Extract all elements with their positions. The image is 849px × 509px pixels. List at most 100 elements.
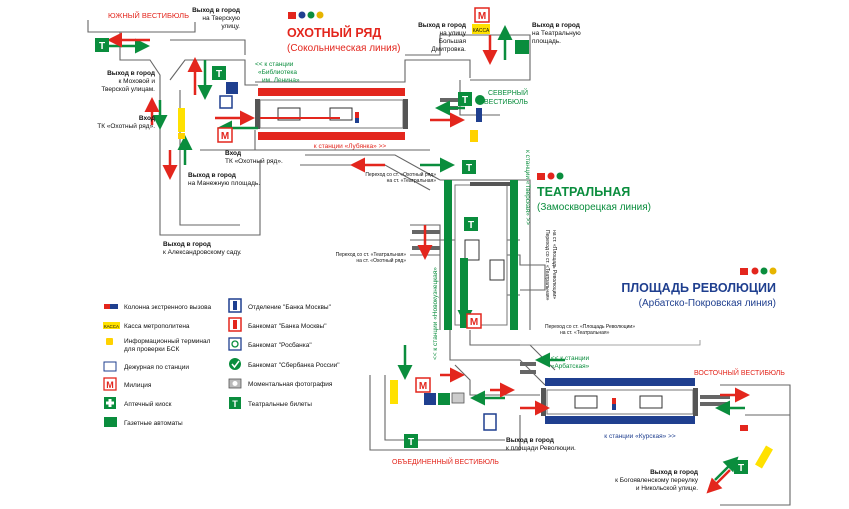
svg-text:Т: Т xyxy=(468,220,474,231)
transfer-labels: Переход со ст. «Охотный ряд» на ст. «Теа… xyxy=(336,171,636,336)
line-badge-icon xyxy=(316,11,324,19)
svg-text:на Тверскую: на Тверскую xyxy=(202,15,240,22)
svg-text:ТК «Охотный ряд».: ТК «Охотный ряд». xyxy=(97,122,155,130)
bank-branch-icon xyxy=(424,393,436,405)
svg-text:Т: Т xyxy=(216,69,222,80)
svg-text:Выход в город: Выход в город xyxy=(532,22,580,29)
police-icon xyxy=(466,313,482,329)
theatre-ticket-icon xyxy=(212,66,226,80)
svg-text:на ст. «Охотный ряд»: на ст. «Охотный ряд» xyxy=(356,257,406,264)
line-badge-icon xyxy=(556,172,564,180)
svg-text:на ст. «Театральная»: на ст. «Театральная» xyxy=(387,178,437,184)
svg-text:Т: Т xyxy=(232,399,238,409)
svg-text:Тверской улицам.: Тверской улицам. xyxy=(101,85,155,93)
svg-text:КАССА: КАССА xyxy=(473,28,490,34)
legend-info-label-2: для проверки БСК xyxy=(124,346,179,353)
svg-text:ОХОТНЫЙ РЯД: ОХОТНЫЙ РЯД xyxy=(287,25,381,40)
atm-sber-icon xyxy=(229,358,241,370)
svg-text:Вход: Вход xyxy=(225,150,241,157)
svg-text:Переход со ст. «Охотный ряд»: Переход со ст. «Охотный ряд» xyxy=(365,171,436,178)
legend-newspaper-label: Газетные автоматы xyxy=(124,420,183,427)
svg-text:Выход в город: Выход в город xyxy=(188,172,236,179)
svg-text:к Богоявленскому переулку: к Богоявленскому переулку xyxy=(615,477,699,484)
theatre-ticket-icon xyxy=(734,460,748,474)
vestibule-united: ОБЪЕДИНЕННЫЙ ВЕСТИБЮЛЬ xyxy=(392,457,499,466)
legend-police-label: Милиция xyxy=(124,382,152,389)
svg-text:Т: Т xyxy=(462,95,468,106)
newspaper-icon xyxy=(104,417,117,427)
station-title-teatr: ТЕАТРАЛЬНАЯ (Замоскворецкая линия) xyxy=(537,172,651,213)
theatre-ticket-icon xyxy=(404,434,418,448)
info-terminal-icon xyxy=(470,130,478,142)
united-icons: М Т xyxy=(390,377,497,448)
svg-text:«Библиотека: «Библиотека xyxy=(258,68,297,76)
legend: Колонна экстренного вызова КАССА Касса м… xyxy=(103,298,340,427)
svg-text:к станции «Курская» >>: к станции «Курская» >> xyxy=(604,433,676,440)
platform-teatr xyxy=(444,180,518,330)
pharmacy-icon xyxy=(438,393,450,405)
vestibule-east: ВОСТОЧНЫЙ ВЕСТИБЮЛЬ xyxy=(694,368,785,377)
line-badge-icon xyxy=(760,267,768,275)
bank-branch-icon xyxy=(483,413,497,431)
svg-text:Переход со ст. «Театральная»: Переход со ст. «Театральная» xyxy=(544,230,550,301)
svg-text:Вход: Вход xyxy=(139,115,155,122)
legend-kassa-label: Касса метрополитена xyxy=(124,323,190,330)
svg-text:на Театральную: на Театральную xyxy=(532,30,581,37)
pharmacy-icon xyxy=(515,40,529,54)
sos-icon xyxy=(740,425,748,431)
legend-atm-sber-label: Банкомат "Сбербанка России" xyxy=(248,361,340,369)
svg-text:на улицу: на улицу xyxy=(439,30,466,37)
theatre-ticket-icon xyxy=(458,92,472,106)
line-badge-icon xyxy=(288,12,296,19)
flow-arrows xyxy=(105,25,750,494)
svg-text:Выход в город: Выход в город xyxy=(163,241,211,248)
kassa-icon xyxy=(103,322,120,329)
line-badge-icon xyxy=(740,268,748,275)
line-badge-icon xyxy=(751,267,759,275)
atm-sber-icon xyxy=(475,95,485,105)
teatr-icons: Т Т М xyxy=(462,160,482,329)
legend-bank-branch-label: Отделение "Банка Москвы" xyxy=(248,304,332,311)
theatre-ticket-icon xyxy=(464,217,478,231)
svg-text:М: М xyxy=(478,11,486,22)
legend-photo-label: Моментальная фотография xyxy=(248,381,333,388)
svg-text:к площади Революции.: к площади Революции. xyxy=(506,445,576,452)
vestibule-south: ЮЖНЫЙ ВЕСТИБЮЛЬ xyxy=(108,11,189,20)
svg-text:и Никольской улице.: и Никольской улице. xyxy=(636,484,698,492)
exit-labels: Выход в город на Тверскую улицу. Выход в… xyxy=(97,7,699,492)
line-badge-icon xyxy=(547,172,555,180)
svg-text:<< к станции: << к станции xyxy=(551,355,590,362)
station-title-revol: ПЛОЩАДЬ РЕВОЛЮЦИИ (Арбатско-Покровская л… xyxy=(621,267,777,309)
vestibule-north-1: СЕВЕРНЫЙ xyxy=(488,88,528,97)
svg-text:Т: Т xyxy=(738,463,744,474)
police-icon xyxy=(103,377,117,391)
atm-rosbank-icon xyxy=(228,337,242,351)
duty-icon xyxy=(103,361,117,372)
legend-pharmacy-label: Аптечный киоск xyxy=(124,400,172,408)
kassa-icon xyxy=(472,24,490,34)
svg-text:Переход со ст. «Театральная»: Переход со ст. «Театральная» xyxy=(336,252,407,258)
svg-text:на ст. «Театральная»: на ст. «Театральная» xyxy=(560,330,610,336)
svg-text:«Арбатская»: «Арбатская» xyxy=(551,362,590,370)
direction-labels: << к станции «Библиотека им. Ленина» к с… xyxy=(255,61,676,440)
svg-text:Выход в город: Выход в город xyxy=(650,469,698,476)
svg-text:ПЛОЩАДЬ РЕВОЛЮЦИИ: ПЛОЩАДЬ РЕВОЛЮЦИИ xyxy=(621,281,776,295)
info-terminal-icon xyxy=(178,133,185,139)
police-icon xyxy=(415,377,431,393)
north-icons: М КАССА Т xyxy=(458,7,529,142)
platform-okhotny xyxy=(255,88,408,140)
svg-text:Выход в город: Выход в город xyxy=(418,22,466,29)
svg-text:площадь.: площадь. xyxy=(532,38,561,45)
svg-text:улицу.: улицу. xyxy=(221,23,240,30)
svg-text:Выход в город: Выход в город xyxy=(192,7,240,14)
line-badge-icon xyxy=(537,173,545,180)
legend-atm-rosbank-label: Банкомат "Росбанка" xyxy=(248,341,312,349)
svg-text:<< к станции: << к станции xyxy=(255,61,294,68)
legend-atm-bm-label: Банкомат "Банка Москвы" xyxy=(248,323,327,330)
south-icons: Т Т М xyxy=(95,38,238,143)
line-badge-icon xyxy=(298,11,306,19)
svg-text:на Манежную площадь.: на Манежную площадь. xyxy=(188,180,260,187)
atm-rosbank-icon xyxy=(219,95,233,109)
legend-info-label-1: Информационный терминал xyxy=(124,337,211,345)
